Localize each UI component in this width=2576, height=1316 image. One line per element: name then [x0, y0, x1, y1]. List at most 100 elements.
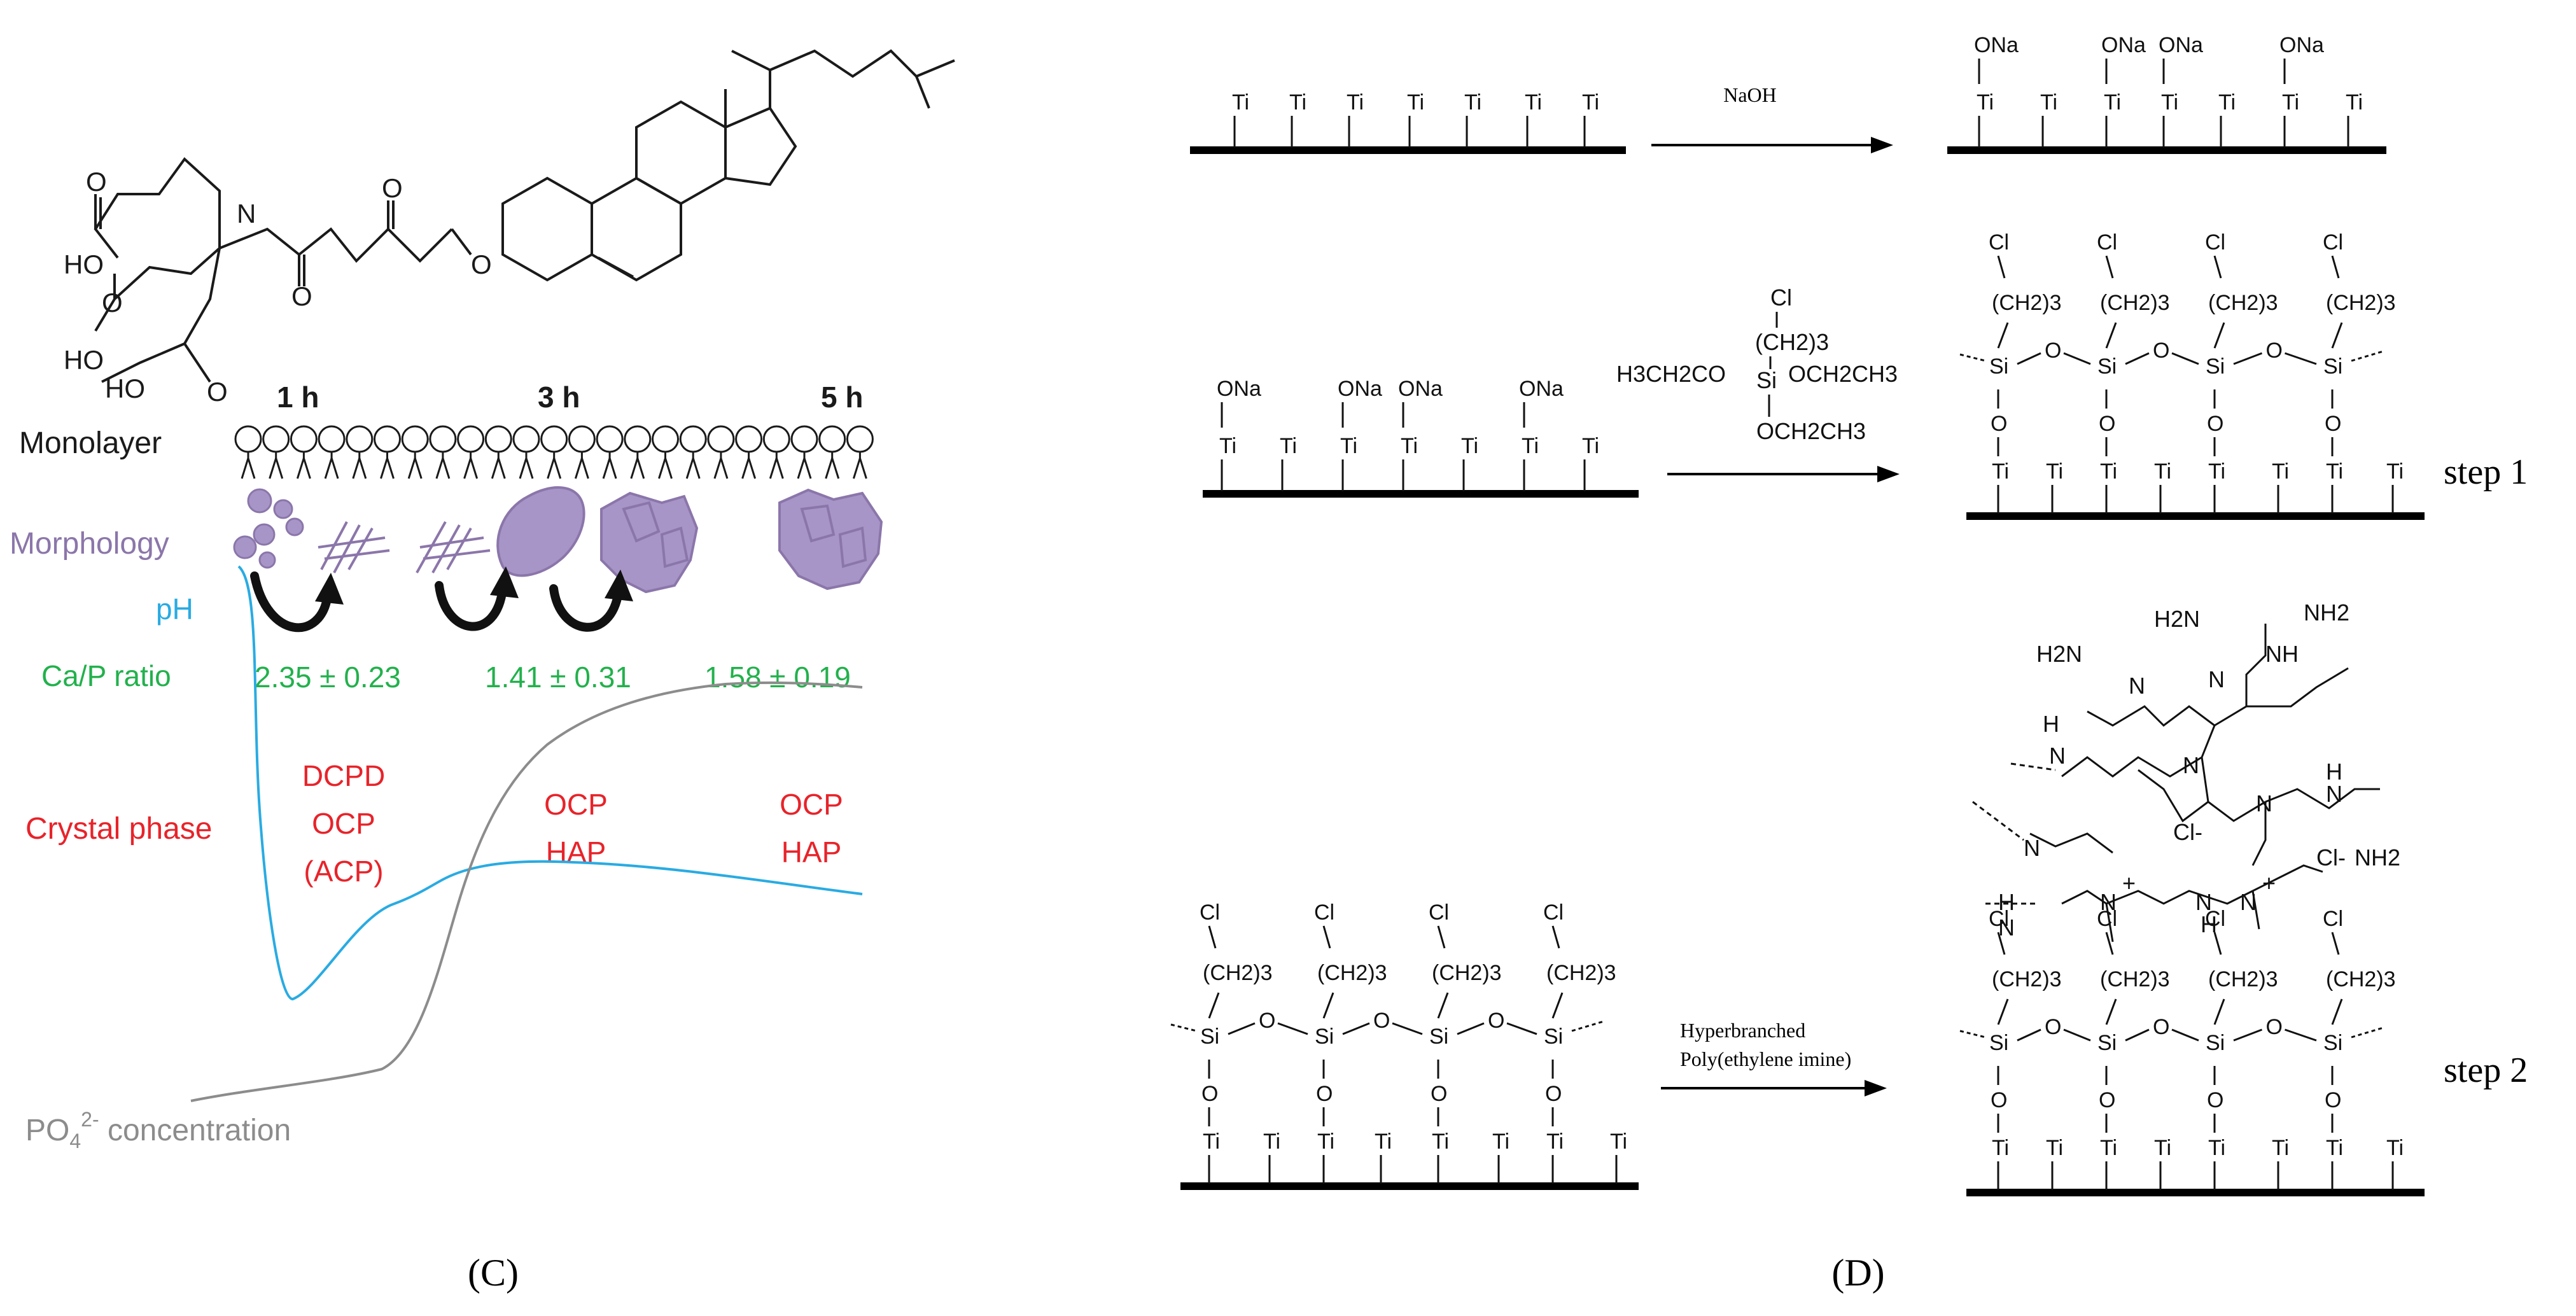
- amorphous-particle: [233, 535, 257, 559]
- ti-atom: Ti: [2046, 459, 2063, 484]
- lipid-head: [457, 425, 485, 453]
- ti-atom: Ti: [2154, 459, 2171, 484]
- o-bridge: O: [2045, 1015, 2061, 1039]
- ti-atom: Ti: [2046, 1136, 2063, 1160]
- lipid-tail: [352, 454, 367, 479]
- ti-atom: Ti: [1464, 90, 1481, 115]
- plate-crystals-1h: [318, 521, 390, 573]
- ca-p-value-5h: 1.58 ± 0.19: [704, 661, 851, 694]
- svg-text:OCH2CH3: OCH2CH3: [1788, 361, 1898, 387]
- aggregate-crystal-3h: [600, 491, 699, 594]
- lipid-tail: [797, 454, 812, 479]
- lipid-tail: [491, 454, 506, 479]
- lipid-tail: [574, 454, 589, 479]
- monolayer-lipids: [234, 425, 874, 479]
- ona-group: ONa: [1217, 377, 1261, 401]
- arrow-heads: [315, 566, 633, 605]
- ti-atom: Ti: [2346, 90, 2363, 115]
- cl-atom: Cl: [2323, 230, 2343, 255]
- svg-text:O: O: [102, 288, 123, 318]
- pei-branches: [1972, 624, 2380, 942]
- lipid-tail: [769, 454, 784, 479]
- svg-text:Cl-: Cl-: [2316, 844, 2346, 871]
- amorphous-particle: [258, 551, 276, 569]
- o-bridge: O: [2045, 339, 2061, 363]
- ti-atom: Ti: [2154, 1136, 2171, 1160]
- row-label-po4-concentration: PO42- concentration: [25, 1108, 291, 1152]
- svg-text:(CH2)3: (CH2)3: [1755, 329, 1829, 355]
- svg-text:H2N: H2N: [2036, 641, 2082, 667]
- ti-atom: Ti: [1582, 434, 1599, 458]
- svg-text:HO: HO: [105, 374, 145, 403]
- o-atom: O: [1991, 1088, 2007, 1112]
- svg-text:Si: Si: [1756, 367, 1777, 393]
- lipid-head: [262, 425, 290, 453]
- svg-text:O: O: [86, 167, 107, 197]
- lipid: [512, 425, 540, 479]
- ti-atom: Ti: [1407, 90, 1424, 115]
- cl-atom: Cl: [2097, 230, 2117, 255]
- curved-arrow-2: [435, 581, 507, 631]
- si-atom: Si: [1989, 1031, 2008, 1055]
- lipid-head: [318, 425, 346, 453]
- row-label-ca-p-ratio: Ca/P ratio: [41, 659, 171, 692]
- lipid-head: [568, 425, 596, 453]
- o-atom: O: [1991, 412, 2007, 436]
- reagent-pei-line1: Hyperbranched: [1680, 1019, 1805, 1042]
- cl-atom: Cl: [1989, 230, 2009, 255]
- o-bridge: O: [2266, 339, 2283, 363]
- lipid-head: [624, 425, 652, 453]
- ca-p-value-3h: 1.41 ± 0.31: [485, 661, 631, 694]
- ona-group: ONa: [2159, 33, 2203, 57]
- ti-atom: Ti: [1610, 1130, 1627, 1154]
- phase-1h-acp: (ACP): [304, 855, 383, 888]
- time-label-3h: 3 h: [538, 381, 580, 414]
- o-atom: O: [2207, 1088, 2223, 1112]
- ti-atom: Ti: [2100, 1136, 2117, 1160]
- ti-atom: Ti: [2326, 1136, 2343, 1160]
- lipid-head: [374, 425, 401, 453]
- lipid: [346, 425, 374, 479]
- phase-5h-ocp: OCP: [780, 788, 843, 821]
- svg-text:NH2: NH2: [2304, 599, 2349, 626]
- svg-text:N: N: [2240, 889, 2257, 915]
- cl-atom: Cl: [1543, 900, 1564, 925]
- ch2-chain: (CH2)3: [1432, 961, 1502, 985]
- curved-arrow-1: [250, 571, 332, 633]
- ona-group: ONa: [2279, 33, 2324, 57]
- lipid: [457, 425, 485, 479]
- lipid-tail: [241, 454, 256, 479]
- o-bridge: O: [1259, 1009, 1275, 1033]
- lipid: [652, 425, 679, 479]
- panel-c: HO O HO O HO O N H O O O 1 h 3 h 5 h Mon…: [10, 49, 955, 1294]
- o-atom: O: [1316, 1082, 1333, 1106]
- crystal-phases: DCPD OCP (ACP) OCP HAP OCP HAP: [302, 759, 843, 888]
- ti-atom: Ti: [2218, 90, 2236, 115]
- reaction-arrowhead-naoh: [1871, 137, 1893, 153]
- lipid: [262, 425, 290, 479]
- ti-atom: Ti: [1317, 1130, 1334, 1154]
- svg-text:O: O: [291, 281, 312, 311]
- ti-atom: Ti: [1263, 1130, 1280, 1154]
- svg-text:Cl-: Cl-: [2173, 819, 2202, 845]
- lipid-head: [652, 425, 679, 453]
- svg-text:OCH2CH3: OCH2CH3: [1756, 418, 1866, 444]
- ti-atom: Ti: [2208, 1136, 2225, 1160]
- ti-atom: Ti: [2104, 90, 2121, 115]
- lipid: [374, 425, 401, 479]
- svg-text:N: N: [237, 199, 256, 228]
- svg-text:O: O: [382, 173, 403, 203]
- ca-p-values: 2.35 ± 0.23 1.41 ± 0.31 1.58 ± 0.19: [255, 661, 851, 694]
- phase-1h-ocp: OCP: [312, 807, 375, 840]
- si-atom: Si: [1989, 354, 2008, 379]
- svg-text:N: N: [2129, 673, 2145, 699]
- ti-atom: Ti: [2282, 90, 2299, 115]
- ph-curve: [237, 565, 863, 1001]
- phase-1h-dcpd: DCPD: [302, 759, 385, 792]
- ti-atom: Ti: [2100, 459, 2117, 484]
- svg-text:N: N: [2195, 889, 2212, 915]
- transformation-arrows: [250, 571, 623, 633]
- svg-text:N: N: [2100, 889, 2117, 915]
- si-atom: Si: [2097, 354, 2117, 379]
